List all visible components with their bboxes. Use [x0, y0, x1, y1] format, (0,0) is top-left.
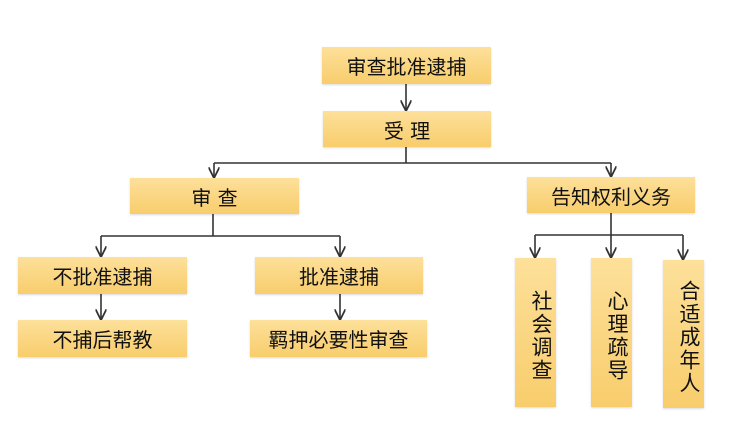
node-post-help: 不捕后帮教	[18, 320, 187, 357]
node-inform: 告知权利义务	[527, 177, 695, 213]
node-social-survey: 社会调查	[515, 258, 556, 407]
node-no-arrest: 不批准逮捕	[18, 257, 187, 294]
node-accept: 受 理	[323, 111, 491, 147]
node-approve-arrest: 批准逮捕	[255, 257, 423, 294]
node-adult-present: 合适成年人	[663, 260, 704, 408]
node-root: 审查批准逮捕	[322, 47, 491, 84]
node-detention-review: 羁押必要性审查	[250, 320, 427, 357]
node-psych-counsel: 心理疏导	[591, 258, 632, 407]
node-review: 审 查	[130, 178, 299, 214]
